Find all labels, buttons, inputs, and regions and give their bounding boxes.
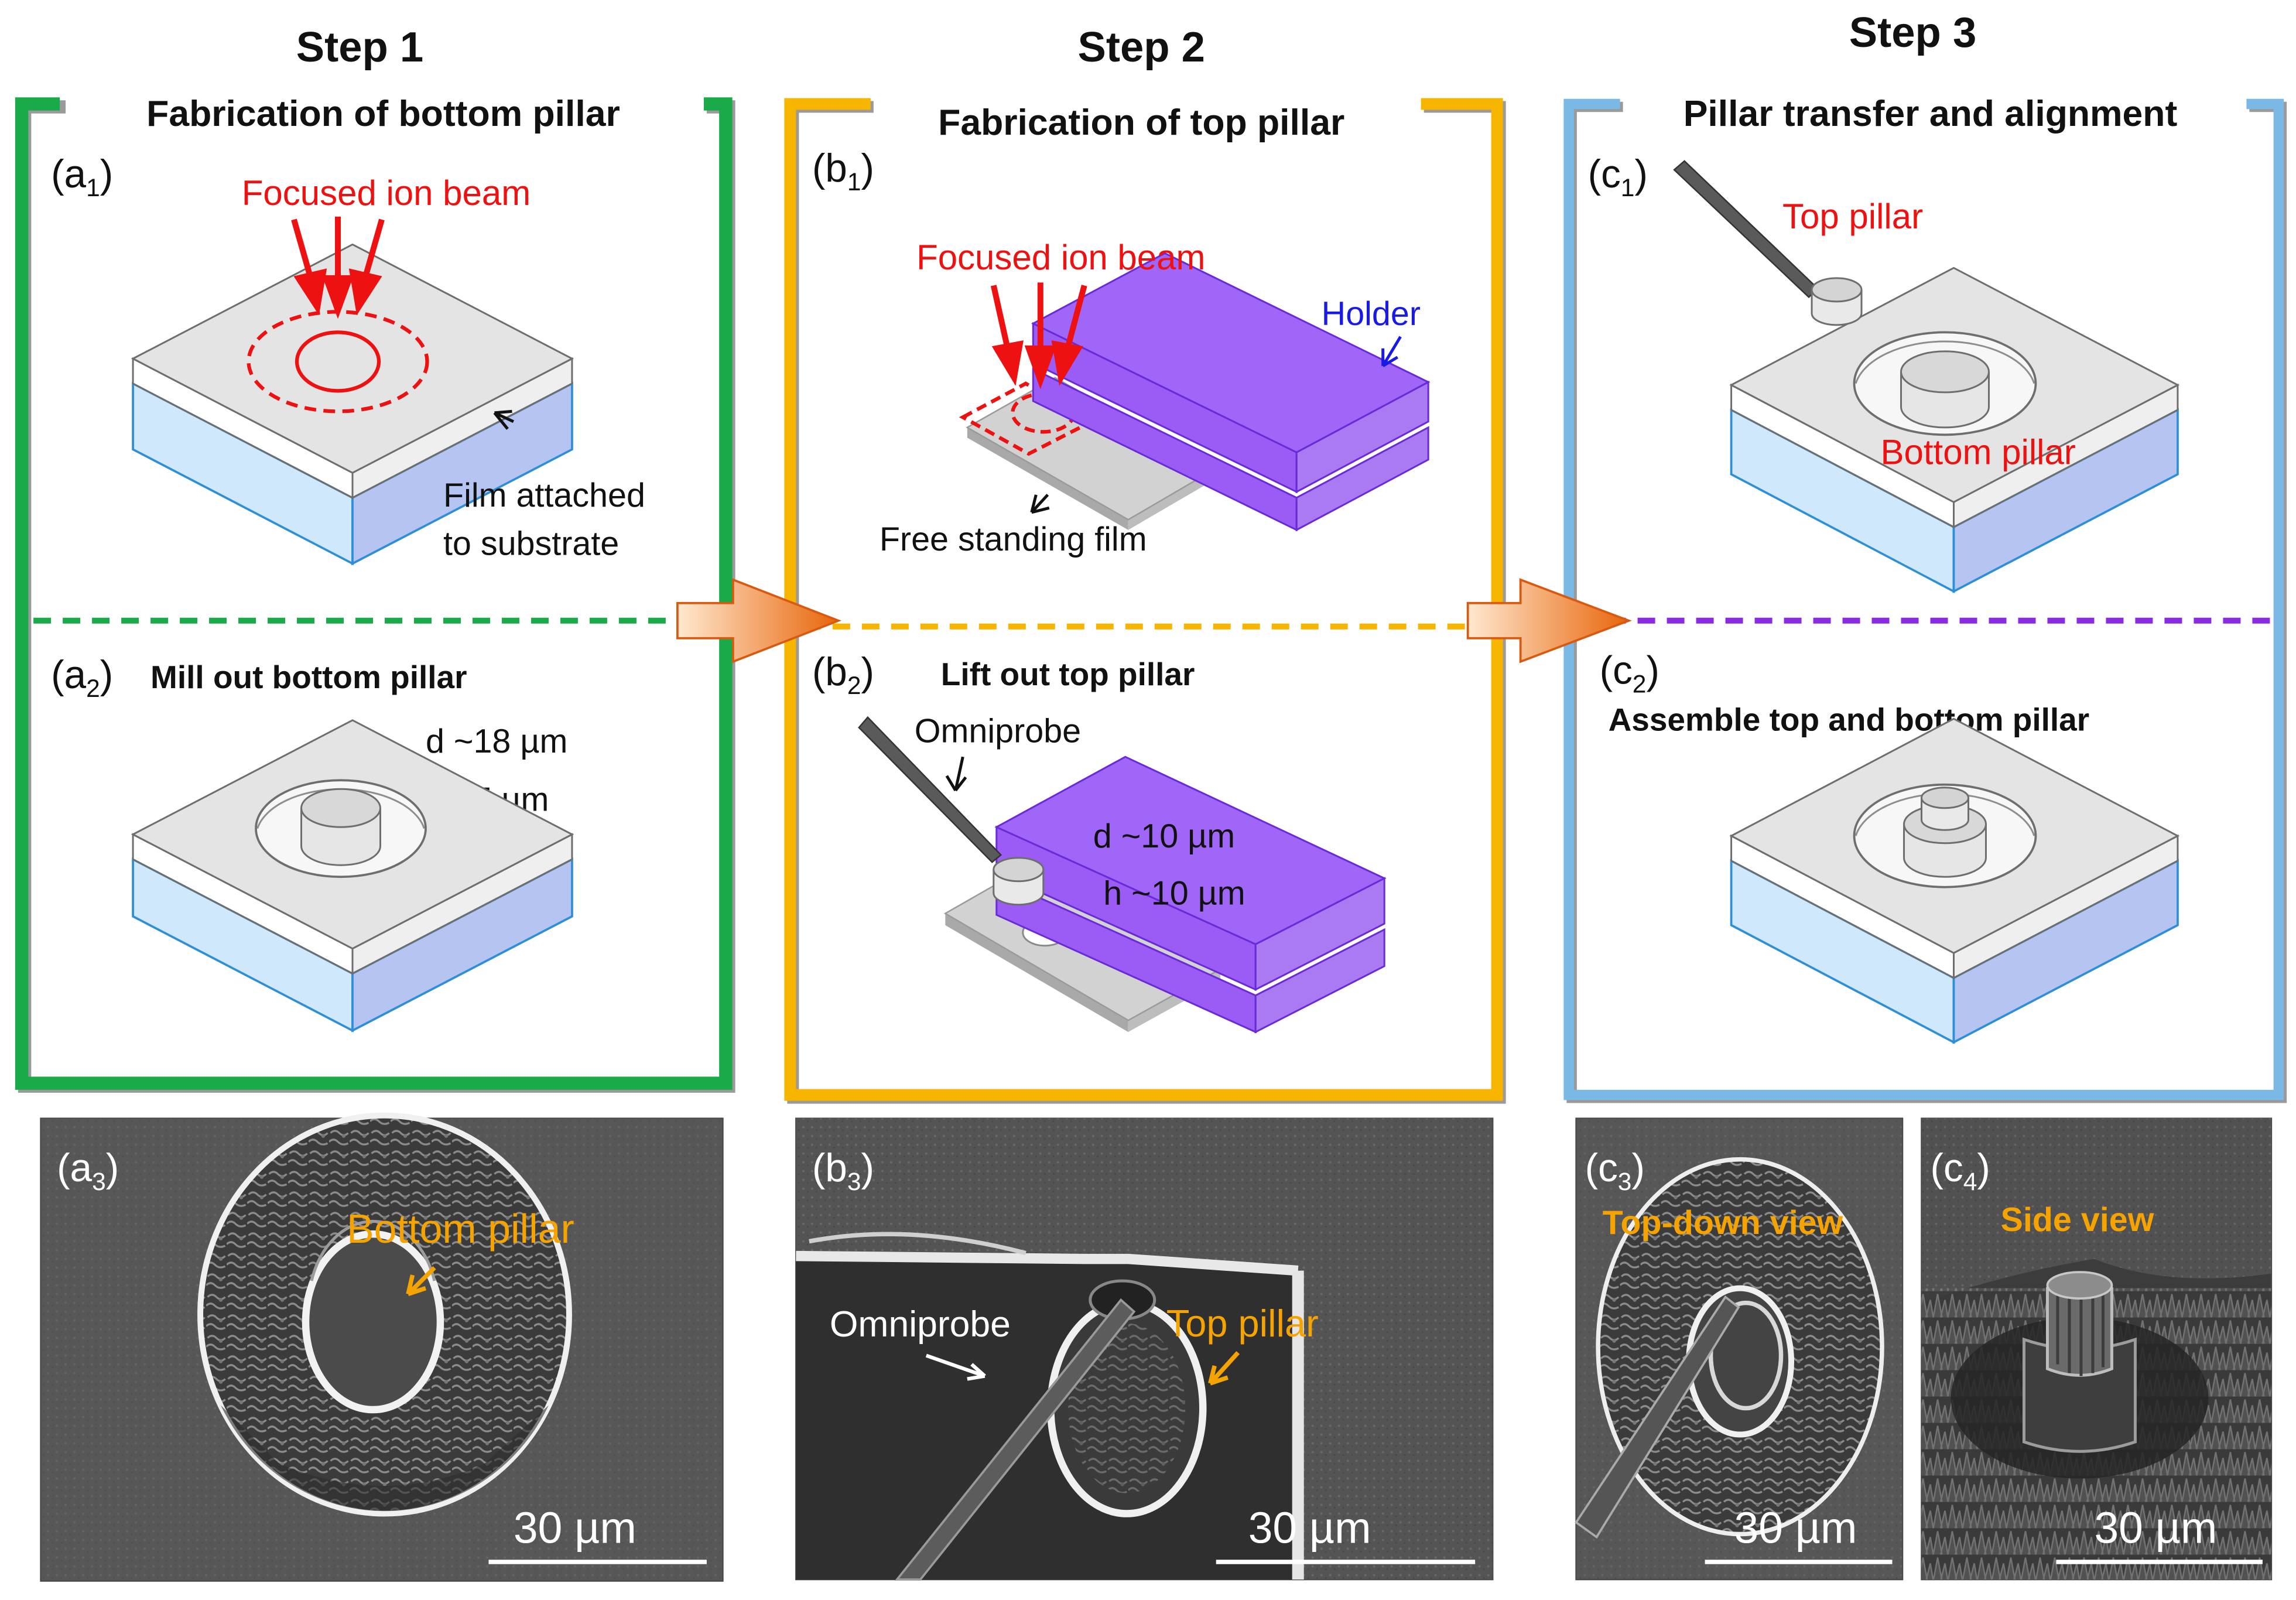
panel-a2-label: (a2) [51,653,113,703]
b1-film-label: Free standing film [880,521,1147,558]
a3-annotation: Bottom pillar [347,1206,574,1252]
b3-scalebar-label: 30 µm [1248,1503,1371,1553]
c3-scalebar-label: 30 µm [1734,1503,1857,1553]
panel-b1-label: (b1) [812,146,874,196]
a1-film-label-line1: Film attached [443,477,645,514]
c2-sample-block [1729,717,2180,1044]
c2-caption: Assemble top and bottom pillar [1609,701,2090,737]
c1-top-pillar [1811,277,1863,326]
step3-title: Step 3 [1849,9,1976,56]
panel-c1-label: (c1) [1588,152,1648,202]
a2-sample-block [131,719,574,1033]
panel-b3-label: (b3) [812,1146,874,1196]
c3-annotation: Top-down view [1603,1204,1843,1242]
c4-annotation: Side view [2000,1201,2154,1239]
a2-caption: Mill out bottom pillar [150,659,467,695]
a3-pointer-icon [406,1266,436,1297]
b1-beam-label: Focused ion beam [916,238,1205,277]
c4-scalebar-label: 30 µm [2094,1503,2217,1553]
b3-probe-pointer-icon [925,1353,986,1381]
step1-frame-label: Fabrication of bottom pillar [146,93,620,134]
step2-title: Step 2 [1078,23,1205,71]
flow-arrow-2-icon [1466,578,1632,664]
step1-frame [15,97,735,1093]
b2-diameter: d ~10 µm [1093,818,1235,855]
b1-free-film [959,377,1218,530]
b1-holder-label: Holder [1322,295,1421,333]
panel-c2-label: (c2) [1600,648,1659,698]
b2-caption: Lift out top pillar [941,656,1195,692]
micrograph-c3 [1575,1117,1904,1581]
panel-b2-label: (b2) [812,650,874,700]
micrograph-c4 [1921,1117,2273,1581]
b2-omniprobe-needle-icon [858,716,1002,863]
b3-probe-label: Omniprobe [830,1304,1011,1345]
b1-holder [1031,252,1431,532]
flow-arrow-1-icon [676,578,842,664]
b3-annotation: Top pillar [1166,1302,1319,1345]
panel-c4-label: (c4) [1931,1146,1990,1196]
a2-diameter: d ~18 µm [426,723,567,760]
micrograph-a3 [40,1112,724,1582]
panel-a3-label: (a3) [57,1146,119,1196]
c1-sample-block [1729,266,2180,593]
b2-height: h ~10 µm [1103,875,1245,912]
b1-beam-arrows-icon [990,282,1087,389]
step2-frame-label: Fabrication of top pillar [938,102,1344,143]
b3-pointer-icon [1208,1351,1240,1386]
b2-probe-label: Omniprobe [915,712,1081,750]
b1-holder-pointer-icon [1381,336,1402,368]
micrograph-b3 [795,1117,1494,1581]
b1-film-pointer-icon [1030,494,1050,514]
step3-frame [1563,98,2287,1103]
a3-scalebar-label: 30 µm [514,1503,637,1553]
b2-holder [994,755,1387,1034]
c1-top-pillar-label: Top pillar [1782,197,1923,236]
step3-frame-label: Pillar transfer and alignment [1683,93,2178,134]
panel-c3-label: (c3) [1585,1146,1645,1196]
a1-film-label-line2: to substrate [443,525,619,562]
panel-a1-label: (a1) [51,152,113,202]
a1-beam-arrows-icon [291,216,385,319]
a1-sample-block [131,243,574,566]
step2-frame [784,98,1506,1104]
step1-title: Step 1 [296,23,423,71]
a1-film-pointer-icon [493,409,514,430]
c1-bottom-pillar-label: Bottom pillar [1881,432,2076,471]
b2-top-pillar [993,857,1045,906]
a1-beam-label: Focused ion beam [242,173,531,213]
b2-probe-pointer-icon [945,756,967,792]
